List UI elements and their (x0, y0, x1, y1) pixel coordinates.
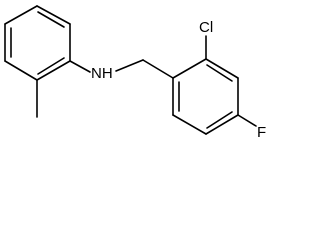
bond (205, 58, 239, 79)
ch2-to-ring-bond (142, 59, 174, 79)
structure-diagram: NH Cl F (4, 5, 266, 141)
amine-label: NH (91, 65, 113, 82)
bond (36, 5, 71, 25)
bond (172, 58, 207, 79)
bond (36, 60, 71, 81)
bond (4, 60, 38, 81)
nh-to-ch2-bond (115, 59, 144, 72)
bond (172, 114, 207, 135)
fluorine-label: F (257, 124, 266, 141)
right-benzene-ring (172, 58, 239, 135)
bond (4, 5, 38, 25)
bond (205, 114, 239, 135)
chlorine-label: Cl (199, 19, 213, 36)
fluoro-bond (237, 114, 257, 127)
molecule-drawing: NH Cl F (4, 5, 266, 141)
double-bond-inner (37, 11, 65, 28)
ring-to-nh-bond (69, 60, 91, 73)
double-bond-inner (206, 64, 233, 82)
left-benzene-ring (4, 5, 71, 81)
double-bond-inner (206, 111, 233, 129)
double-bond-inner (37, 57, 65, 75)
